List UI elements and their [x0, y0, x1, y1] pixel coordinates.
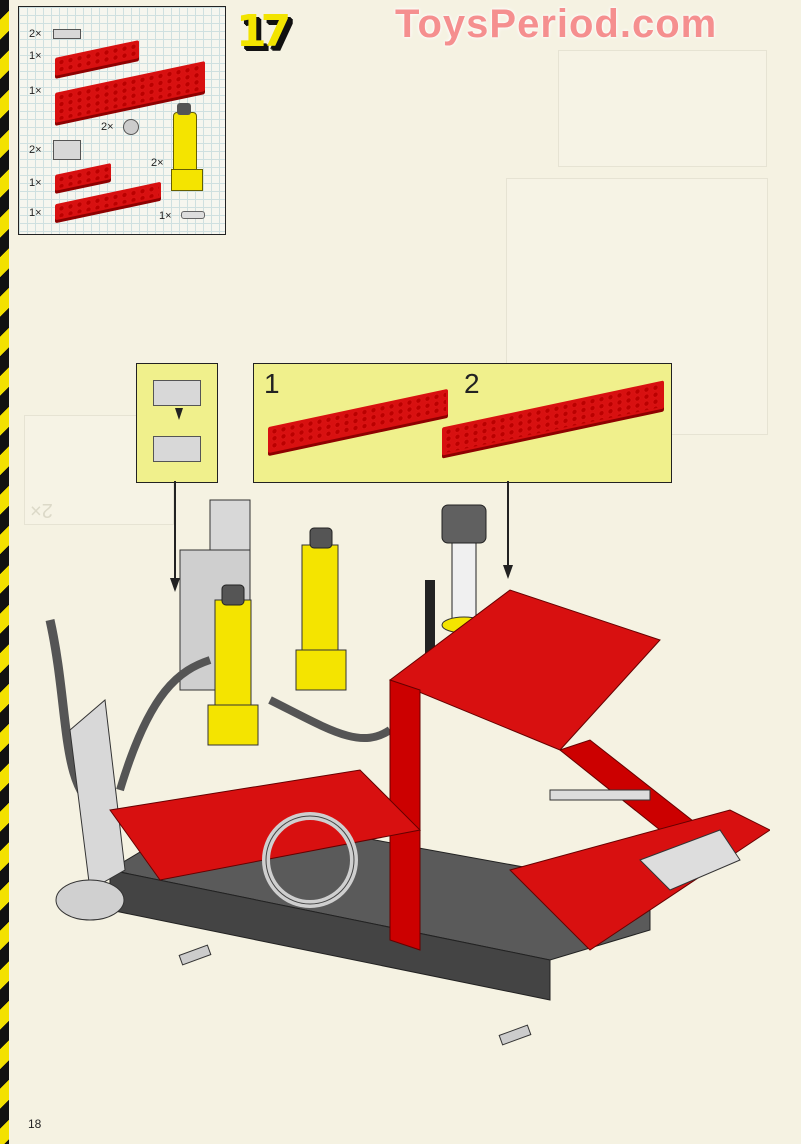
part-axle-pin — [181, 211, 205, 219]
part-grey-plate-1x2 — [53, 29, 81, 39]
arrow-down-icon — [175, 408, 183, 420]
parts-qty: 1× — [29, 85, 42, 97]
ghost-panel-top-right — [558, 50, 767, 167]
arrow-head-icon — [503, 565, 513, 579]
part-grey-bushing — [123, 119, 139, 135]
grey-brick-with-pin — [153, 380, 201, 406]
callout-grey-subassembly — [136, 363, 218, 483]
parts-qty: 1× — [29, 50, 42, 62]
parts-qty: 2× — [29, 144, 42, 156]
part-red-plate-2x4 — [55, 163, 111, 191]
callout-red-plates: 1 2 — [253, 363, 672, 483]
step-number: 17 — [236, 6, 291, 57]
part-yellow-pneumatic-cylinder — [173, 112, 197, 174]
watermark: ToysPeriod.com — [395, 2, 718, 46]
grey-plate-base — [153, 436, 201, 462]
parts-list-box: 2× 1× 1× 2× 2× 2× 1× 1× 1× — [18, 6, 226, 235]
parts-qty: 1× — [159, 210, 172, 222]
part-grey-technic-brick — [53, 140, 81, 160]
part-yellow-cylinder-base — [171, 169, 203, 191]
step-label-2: 2 — [464, 368, 480, 399]
model-illustration — [30, 490, 771, 1070]
parts-qty: 1× — [29, 207, 42, 219]
page-number: 18 — [28, 1117, 42, 1131]
hazard-stripe-border — [0, 0, 9, 1144]
callout-arrow-line-left — [174, 481, 176, 581]
model-svg — [45, 499, 771, 1046]
step-label-1: 1 — [264, 368, 280, 399]
red-plate-step-1 — [268, 388, 448, 454]
parts-qty: 2× — [29, 28, 42, 40]
part-red-plate-2x6 — [55, 40, 139, 76]
part-cylinder-cap — [177, 103, 191, 115]
parts-qty: 1× — [29, 177, 42, 189]
arrow-head-icon — [170, 578, 180, 592]
callout-arrow-line-right — [507, 481, 509, 567]
parts-qty: 2× — [101, 121, 114, 133]
parts-qty: 2× — [151, 157, 164, 169]
